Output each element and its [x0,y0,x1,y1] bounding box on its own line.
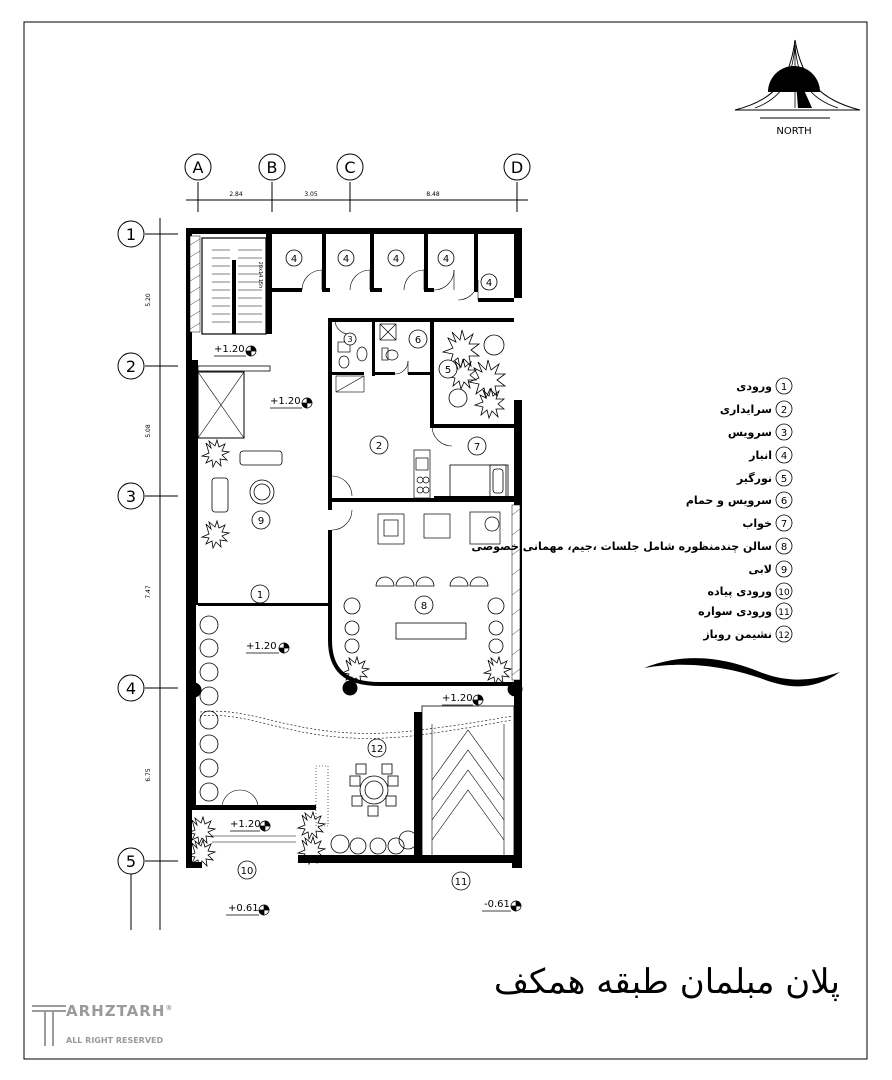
tag-storage-1: 4 [291,254,297,265]
stair-note: 20x14.15h [257,262,263,289]
row-grid [117,218,178,930]
legend-num-2: 2 [781,405,787,416]
tag-entry: 1 [257,590,263,601]
legend-text-7: خواب [742,517,772,530]
col-dim-3: 8.48 [426,191,440,198]
legend-texts: ورودی سرایداری سرویس انبار نورگیر سرویس … [472,380,773,641]
legend-text-4: انبار [748,449,772,462]
tag-terrace: 12 [371,744,384,755]
grid-col-c: C [344,158,355,177]
tag-lobby: 9 [258,516,264,527]
legend-num-7: 7 [781,519,787,530]
legend-flourish [644,658,840,687]
grid-row-2: 2 [126,357,136,376]
drawing-title: پلان مبلمان طبقه همکف [493,962,840,1002]
level-labels: +1.20 +1.20 +1.20 +1.20 +1.20 +0.61 -0.6… [214,344,510,914]
brand-name-text: ARHZTARH [66,1002,166,1020]
tag-storage-3: 4 [393,254,399,265]
tag-bedroom: 7 [474,442,480,453]
row-dim-2: 5.08 [145,424,152,438]
tag-storage-4: 4 [443,254,449,265]
north-label: NORTH [776,126,811,137]
legend-text-10: ورودی پیاده [708,585,773,598]
brand-registered-mark: ® [165,1004,174,1012]
legend-num-3: 3 [781,428,787,439]
grid-col-b: B [267,158,278,177]
entry-trees [199,615,219,802]
legend-num-6: 6 [781,496,787,507]
level-hall: +1.20 [270,396,301,407]
col-dim-1: 2.84 [229,191,243,198]
room-tag-labels: 4 4 4 4 4 3 6 5 2 7 9 8 1 12 10 11 [241,254,493,888]
level-stair: +1.20 [214,344,245,355]
level-markers [214,345,522,916]
grid-row-4: 4 [126,679,136,698]
floor-plan [186,228,523,869]
grid-row-3: 3 [126,487,136,506]
meeting-chairs [340,576,513,686]
legend-text-1: ورودی [736,380,772,393]
gym-equipment [377,511,501,545]
level-entry: +1.20 [246,641,277,652]
legend-text-11: ورودی سواره [698,605,772,618]
legend-num-1: 1 [781,382,787,393]
grid-col-a: A [193,158,204,177]
tag-storage-5: 4 [486,278,492,289]
legend-num-9: 9 [781,565,787,576]
brand-subtitle: ALL RIGHT RESERVED [66,1036,164,1045]
north-arrow: NORTH [734,39,861,137]
level-porch: +1.20 [230,819,261,830]
room-tags [237,249,498,891]
tag-lightwell: 5 [445,365,451,376]
brand-watermark: ARHZTARH® ALL RIGHT RESERVED [30,1002,190,1054]
legend-text-3: سرویس [728,426,772,439]
tag-caretaker: 2 [376,441,382,452]
tag-wc: 3 [347,335,352,344]
legend-text-12: نشیمن روباز [702,628,772,641]
lightwell-plants [441,329,507,420]
row-dim-3: 7.47 [145,585,152,599]
legend-num-12: 12 [778,631,789,641]
legend-numbers: 1 2 3 4 5 6 7 8 9 10 11 12 [778,382,790,641]
column-grid [184,153,531,212]
legend-text-2: سرایداری [720,403,772,416]
grid-col-d: D [511,158,523,177]
legend-num-4: 4 [781,451,787,462]
tag-pedestrian: 10 [241,866,254,877]
legend-num-5: 5 [781,474,787,485]
level-street: -0.61 [484,899,510,910]
level-sidewalk: +0.61 [228,903,259,914]
tag-vehicle: 11 [455,877,468,888]
legend-text-5: نورگیر [736,472,772,485]
legend [775,377,793,643]
legend-num-11: 11 [778,608,789,618]
row-dim-1: 5.20 [145,293,152,307]
sheet-border [23,21,868,1060]
level-terrace: +1.20 [442,693,473,704]
col-dim-2: 3.05 [304,191,318,198]
terrace-table [349,763,399,817]
row-dim-4: 6.75 [145,768,152,782]
tag-storage-2: 4 [343,254,349,265]
tag-bath: 6 [415,335,421,346]
brand-name: ARHZTARH® [66,1002,173,1020]
legend-num-8: 8 [781,542,787,553]
legend-text-6: سرویس و حمام [686,494,772,507]
brand-logo-mark [32,1005,66,1046]
legend-num-10: 10 [778,588,790,598]
legend-text-8: سالن چندمنظوره شامل جلسات ،جیم، مهمانی خ… [472,540,773,553]
tag-hall: 8 [421,601,427,612]
grid-row-1: 1 [126,225,136,244]
grid-row-5: 5 [126,852,136,871]
legend-text-9: لابی [749,563,772,576]
